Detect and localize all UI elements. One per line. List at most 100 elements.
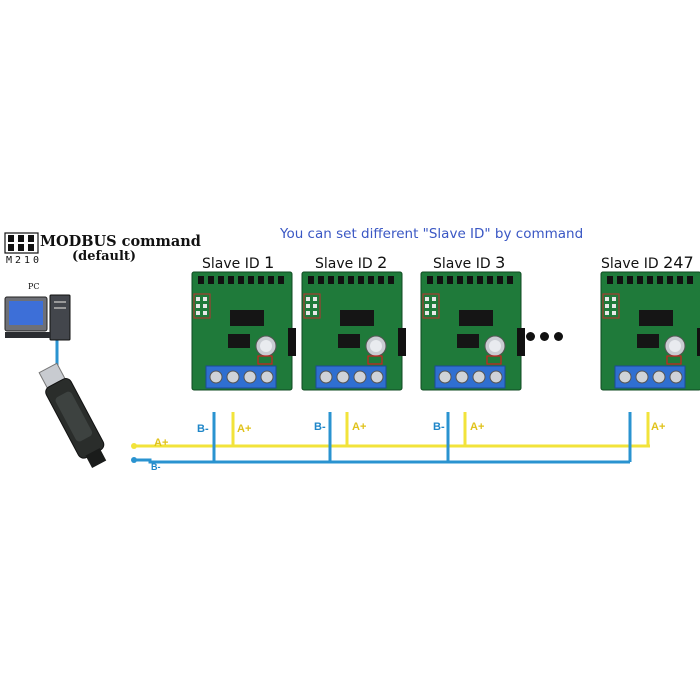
- ic-chip-small: [637, 334, 659, 348]
- header-pin: [258, 276, 264, 284]
- header-pin: [637, 276, 643, 284]
- terminal-screw: [652, 370, 666, 384]
- polarity-mark: [257, 355, 273, 365]
- ellipsis-icon: [526, 326, 568, 345]
- slave-id: 1: [264, 253, 275, 272]
- wire-label-a-2: A+: [352, 421, 367, 433]
- slave-id: 3: [495, 253, 506, 272]
- jumper-code: M210: [6, 255, 43, 266]
- ic-chip-small: [457, 334, 479, 348]
- slave-label-1: Slave ID 1: [202, 253, 274, 272]
- terminal-screw: [260, 370, 274, 384]
- usb-wire-label-a: A+: [154, 437, 169, 449]
- ic-chip: [230, 310, 264, 326]
- jumper-pin: [203, 304, 207, 308]
- header-pin: [687, 276, 693, 284]
- header-pin: [467, 276, 473, 284]
- header-pin: [437, 276, 443, 284]
- wire-b-bus: [134, 458, 630, 464]
- header-pin: [497, 276, 503, 284]
- id-jumper-block: [422, 293, 440, 319]
- jumper-pin: [425, 304, 429, 308]
- jumper-pin: [306, 297, 310, 301]
- header-pin: [677, 276, 683, 284]
- header-pin: [308, 276, 314, 284]
- ic-chip: [340, 310, 374, 326]
- header-pin: [447, 276, 453, 284]
- polarity-mark: [486, 355, 502, 365]
- side-connector: [697, 328, 700, 356]
- jumper-pin: [612, 311, 616, 315]
- header-pin: [487, 276, 493, 284]
- usb-terminal-b: [131, 457, 137, 463]
- header-pin: [238, 276, 244, 284]
- jumper-pin: [196, 297, 200, 301]
- jumper-pin: [313, 311, 317, 315]
- ic-chip-small: [228, 334, 250, 348]
- jumper-icon: [4, 232, 39, 254]
- banner-text: You can set different "Slave ID" by comm…: [280, 226, 584, 242]
- wire-label-b-2: B-: [314, 421, 326, 433]
- jumper-pin: [432, 304, 436, 308]
- header-pin: [607, 276, 613, 284]
- jumper-pin: [432, 311, 436, 315]
- jumper-pin: [196, 311, 200, 315]
- header-pin: [427, 276, 433, 284]
- modbus-subtitle: (default): [72, 249, 137, 264]
- header-pin: [218, 276, 224, 284]
- id-jumper-block: [193, 293, 211, 319]
- slave-prefix: Slave ID: [601, 256, 664, 272]
- jumper-pin: [313, 304, 317, 308]
- header-pin: [228, 276, 234, 284]
- header-pin: [198, 276, 204, 284]
- capacitor-top: [489, 340, 501, 352]
- polarity-mark: [367, 355, 383, 365]
- wire-bus: [55, 338, 650, 464]
- slave-label-3: Slave ID 3: [433, 253, 505, 272]
- jumper-pin: [306, 304, 310, 308]
- header-pin: [657, 276, 663, 284]
- terminal-screw: [353, 370, 367, 384]
- header-pin: [338, 276, 344, 284]
- terminal-screw: [336, 370, 350, 384]
- header-pin: [278, 276, 284, 284]
- pcb-module-icon: [420, 271, 525, 391]
- ic-chip: [639, 310, 673, 326]
- terminal-block: [315, 365, 387, 389]
- terminal-screw: [618, 370, 632, 384]
- ic-chip: [459, 310, 493, 326]
- header-pin: [627, 276, 633, 284]
- jumper-pin: [605, 311, 609, 315]
- terminal-block: [205, 365, 277, 389]
- header-pin: [268, 276, 274, 284]
- capacitor-top: [669, 340, 681, 352]
- terminal-screw: [438, 370, 452, 384]
- capacitor-top: [260, 340, 272, 352]
- header-pin: [647, 276, 653, 284]
- usb-terminal-a: [131, 443, 137, 449]
- jumper-pin: [196, 304, 200, 308]
- terminal-screw: [472, 370, 486, 384]
- side-connector: [517, 328, 525, 356]
- pc-label: PC: [28, 282, 40, 291]
- terminal-screw: [226, 370, 240, 384]
- header-pin: [358, 276, 364, 284]
- id-jumper-block: [303, 293, 321, 319]
- jumper-pin: [306, 311, 310, 315]
- side-connector: [398, 328, 406, 356]
- terminal-screw: [489, 370, 503, 384]
- wire-label-b-3: B-: [433, 421, 445, 433]
- header-pin: [368, 276, 374, 284]
- header-pin: [457, 276, 463, 284]
- slave-prefix: Slave ID: [433, 256, 496, 272]
- jumper-pin: [425, 311, 429, 315]
- header-pin: [248, 276, 254, 284]
- header-pin: [617, 276, 623, 284]
- modbus-title: MODBUS command: [40, 233, 201, 250]
- terminal-screw: [455, 370, 469, 384]
- usb-adapter-icon: [38, 362, 107, 468]
- terminal-screw: [243, 370, 257, 384]
- terminal-block: [614, 365, 686, 389]
- terminal-screw: [319, 370, 333, 384]
- id-jumper-block: [602, 293, 620, 319]
